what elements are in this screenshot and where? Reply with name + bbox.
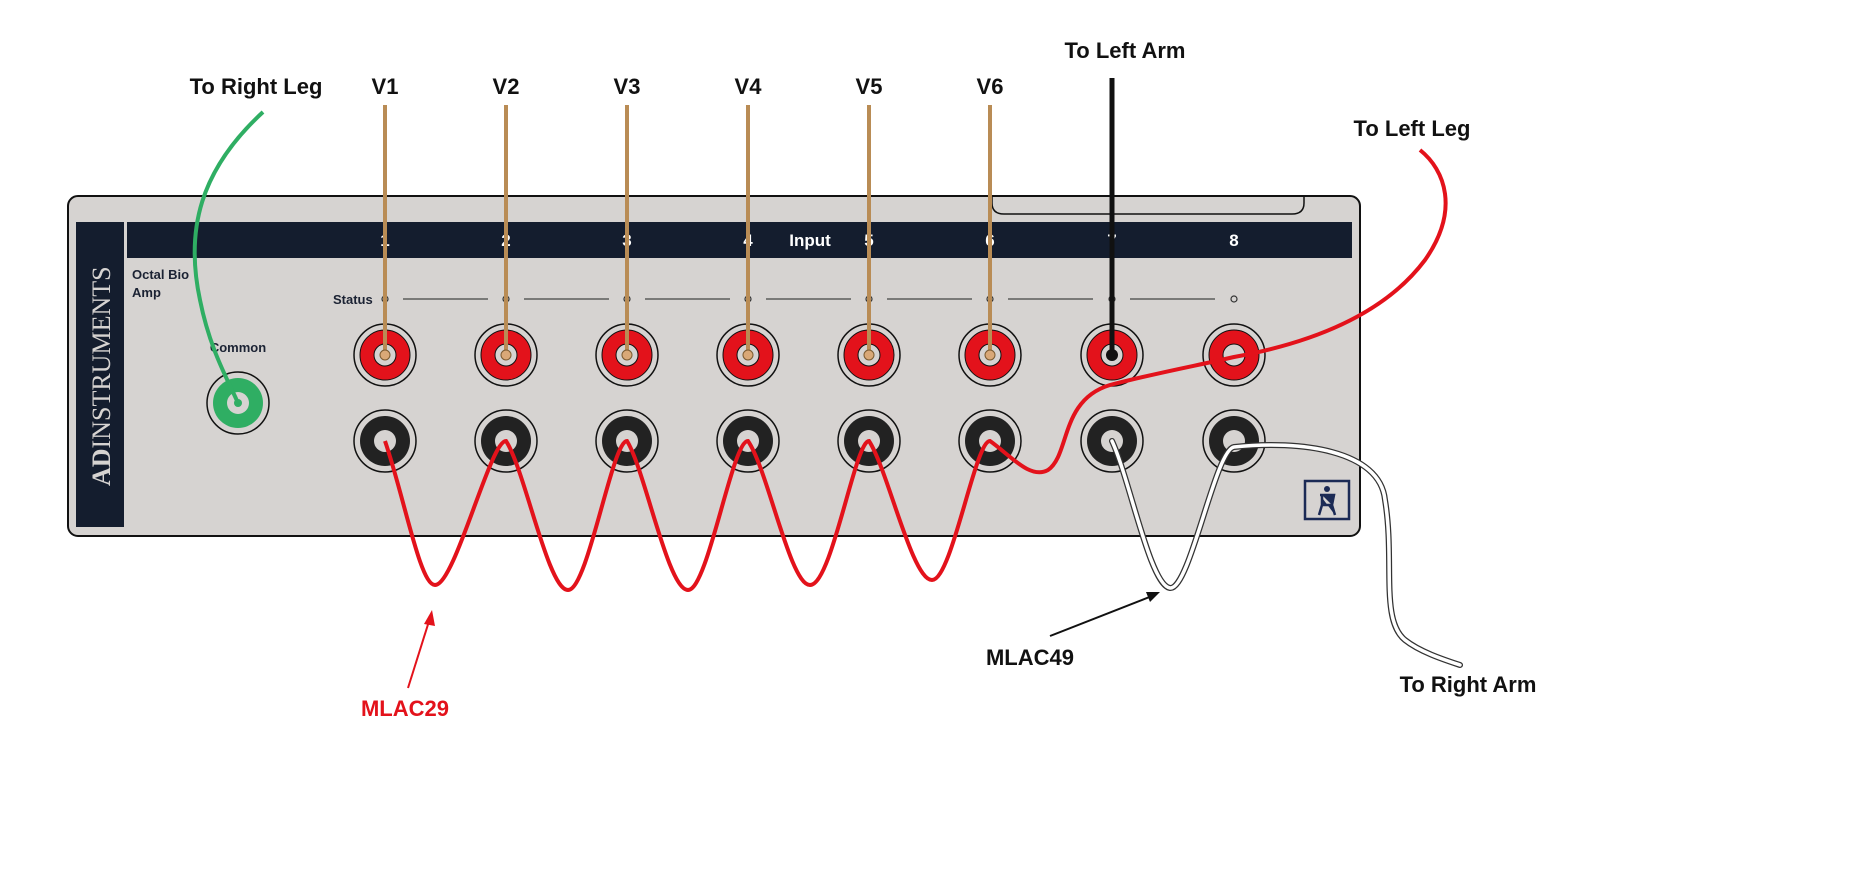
brand-logo: ADINSTRUMENTS [87,266,116,486]
chest-lead-label: V3 [614,74,641,99]
chest-lead-tip [500,349,512,361]
panel-top-tab [991,196,1305,215]
negative-input-jack[interactable] [1202,409,1266,473]
input-header-bar [127,222,1352,258]
model-name-line1: Octal Bio [132,267,189,282]
left-leg-label: To Left Leg [1354,116,1471,141]
mlac49-cable-core [1110,439,1462,667]
chest-lead-tip [863,349,875,361]
mlac29-label: MLAC29 [361,696,449,721]
channel-number: 8 [1229,231,1238,250]
left-arm-wire-tip [1106,349,1118,361]
right-leg-wire-tip [234,399,242,407]
mlac29-arrow [407,617,431,689]
model-name-line2: Amp [132,285,161,300]
chest-lead-label: V5 [856,74,883,99]
common-label: Common [210,340,266,355]
status-label: Status [333,292,373,307]
left-arm-label: To Left Arm [1065,38,1186,63]
chest-lead-tip [621,349,633,361]
chest-lead-label: V1 [372,74,399,99]
chest-lead-label: V2 [493,74,520,99]
brand-bar [76,222,124,527]
mlac29-arrowhead [424,610,435,626]
chest-lead-tip [984,349,996,361]
chest-lead-tip [742,349,754,361]
input-label: Input [789,231,831,250]
chest-lead-label: V6 [977,74,1004,99]
status-led [1230,295,1238,303]
body-protection-icon [1303,479,1351,521]
chest-lead-tip [379,349,391,361]
right-leg-wire [192,110,265,404]
right-arm-label: To Right Arm [1400,672,1537,697]
mlac29-cable [383,148,1448,593]
chest-lead-label: V4 [735,74,763,99]
mlac49-arrowhead [1146,592,1160,602]
mlac49-label: MLAC49 [986,645,1074,670]
right-leg-label: To Right Leg [190,74,323,99]
mlac49-arrow [1049,595,1153,637]
